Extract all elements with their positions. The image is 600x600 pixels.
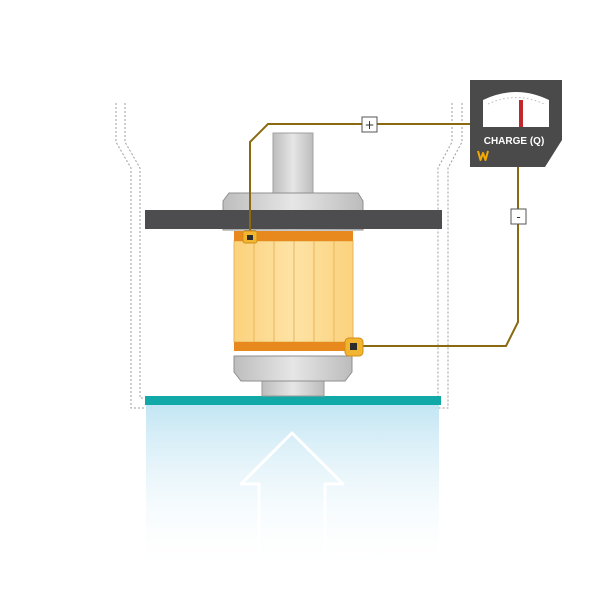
bottom-electrode [234,342,353,351]
top-shaft [272,132,314,194]
force-field [146,405,439,575]
wm-logo [477,150,489,161]
base-plate [145,396,441,405]
positive-terminal-marker: + [361,116,378,133]
meter-dial [483,92,549,127]
square-terminal-icon [242,230,258,244]
top-electrode [234,231,353,241]
square-terminal-icon [344,337,364,357]
crystal-stack [233,240,354,343]
svg-text:-: - [516,210,520,224]
up-arrow-icon [239,431,345,562]
negative-terminal-marker: - [510,208,527,225]
svg-text:+: + [364,118,374,132]
charge-meter: CHARGE (Q) [470,80,562,167]
meter-needle [519,100,523,127]
meter-label: CHARGE (Q) [484,136,545,147]
negative-wire [354,167,519,347]
support-beam [145,210,442,229]
lower-housing-block [233,355,353,382]
